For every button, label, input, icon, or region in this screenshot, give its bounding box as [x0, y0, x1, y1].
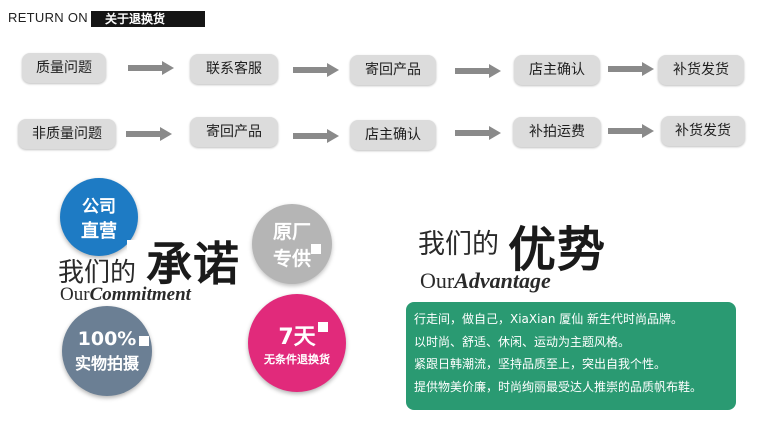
commitment-subtitle: OurCommitment	[60, 284, 191, 306]
advantage-en-bold: Advantage	[454, 268, 551, 293]
flow-step-reship: 补货发货	[658, 55, 744, 85]
flow-step-return-product: 寄回产品	[190, 117, 278, 147]
badge-real-photos: 100% 实物拍摄	[62, 306, 152, 396]
arrow-right-icon	[293, 63, 339, 77]
advantage-heading-thin: 我们的	[418, 229, 499, 260]
flow-step-contact-service: 联系客服	[190, 54, 278, 84]
arrow-right-icon	[608, 62, 654, 76]
advantage-line: 提供物美价廉，时尚绚丽最受达人推崇的品质帆布鞋。	[414, 379, 703, 394]
square-marker-icon	[139, 336, 149, 346]
badge-line-2: 无条件退换货	[264, 353, 330, 366]
advantage-line: 以时尚、舒适、休闲、运动为主题风格。	[414, 334, 631, 349]
advantage-description-box: 行走间，做自己，XiaXian 厦仙 新生代时尚品牌。 以时尚、舒适、休闲、运动…	[406, 302, 736, 410]
flow-step-reship: 补货发货	[661, 116, 745, 146]
commitment-heading-thin: 我们的	[58, 258, 137, 288]
flow-step-owner-confirm: 店主确认	[350, 120, 436, 150]
square-marker-icon	[318, 322, 328, 332]
arrow-right-icon	[293, 129, 339, 143]
badge-line-1: 7天	[278, 325, 316, 350]
arrow-right-icon	[128, 61, 174, 75]
badge-line-1: 100%	[77, 328, 137, 350]
arrow-right-icon	[455, 126, 501, 140]
badge-line-2: 专供	[272, 248, 311, 270]
square-marker-icon	[127, 240, 137, 250]
flow-step-quality-issue: 质量问题	[22, 53, 106, 83]
arrow-right-icon	[608, 124, 654, 138]
flow-step-owner-confirm: 店主确认	[514, 55, 600, 85]
advantage-line: 行走间，做自己，XiaXian 厦仙 新生代时尚品牌。	[414, 312, 684, 326]
badge-line-2: 直营	[81, 220, 117, 242]
flow-step-shipping-fee: 补拍运费	[513, 117, 601, 147]
commitment-en-bold: Commitment	[89, 284, 191, 305]
badge-direct-operation: 公司 直营	[60, 178, 138, 256]
arrow-right-icon	[455, 64, 501, 78]
flow-step-return-product: 寄回产品	[350, 55, 436, 85]
return-on-title: RETURN ON	[8, 10, 88, 25]
return-policy-label: 关于退换货	[91, 11, 205, 27]
commitment-en-prefix: Our	[60, 284, 90, 305]
advantage-subtitle: OurAdvantage	[420, 268, 551, 294]
badge-line-1: 原厂	[272, 221, 311, 243]
badge-7day-return: 7天 无条件退换货	[248, 294, 346, 392]
badge-line-1: 公司	[82, 196, 116, 217]
flow-step-non-quality-issue: 非质量问题	[18, 119, 116, 149]
advantage-heading-bold: 优势	[508, 222, 607, 278]
commitment-heading-bold: 承诺	[146, 237, 240, 291]
square-marker-icon	[311, 244, 321, 254]
badge-line-2: 实物拍摄	[74, 354, 139, 373]
arrow-right-icon	[126, 127, 172, 141]
advantage-line: 紧跟日韩潮流，坚持品质至上，突出自我个性。	[414, 357, 667, 371]
advantage-en-prefix: Our	[420, 268, 455, 293]
